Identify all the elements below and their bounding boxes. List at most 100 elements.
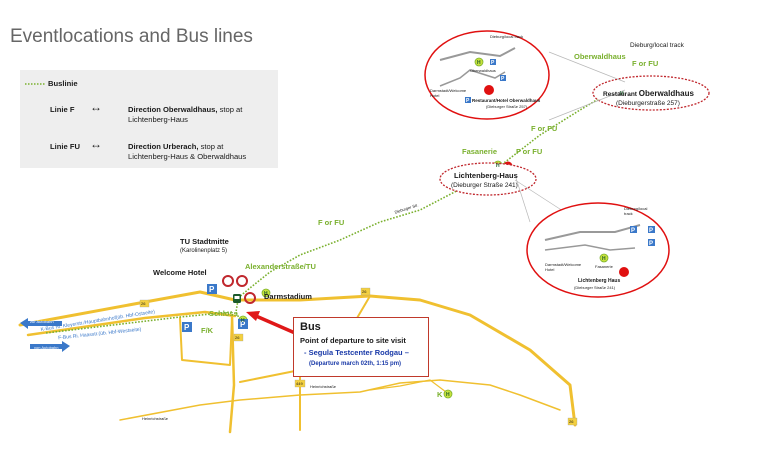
road-minor xyxy=(369,379,451,396)
legend-linie-f: Linie F xyxy=(50,105,75,114)
svg-text:P: P xyxy=(649,228,653,234)
pointer-arrow-head xyxy=(246,311,260,321)
legend-direction-fu-main: Direction Urberach, xyxy=(128,142,199,151)
lichtenberg-ellipse xyxy=(439,162,537,196)
label-schloss: Schloss xyxy=(209,309,238,318)
svg-text:P: P xyxy=(649,241,653,247)
parking-letters: P P P P P P P P P xyxy=(184,60,653,332)
label-k-stop: K xyxy=(437,390,443,399)
label-f-or-fu-3: F or FU xyxy=(531,124,558,133)
label-f-or-fu-4: F or FU xyxy=(632,59,659,68)
inset-top-darmstadt: Darmstadt/Welcome Hotel xyxy=(430,88,467,98)
label-von-autobahn: von Autobahn xyxy=(34,345,59,350)
road-west xyxy=(26,310,237,337)
darmstadium-ring xyxy=(244,292,256,304)
label-restaurant-name: Oberwaldhaus xyxy=(638,89,694,98)
legend-arrow-f: ↔ xyxy=(90,100,102,114)
svg-text:H: H xyxy=(620,91,624,97)
oberwaldhaus-ellipse xyxy=(592,75,710,111)
badge-26e: 26 xyxy=(569,419,574,424)
badge-26b: 26 xyxy=(235,335,240,340)
label-f-or-fu-2: F or FU xyxy=(516,147,543,156)
legend-panel: Buslinie Linie F ↔ Direction Oberwaldhau… xyxy=(20,70,278,168)
busbox-line1: Point of departure to site visit xyxy=(300,336,406,345)
arrow-zur-autobahn xyxy=(20,318,62,329)
svg-text:P: P xyxy=(501,76,505,82)
label-dieburg-track: Dieburg/local track xyxy=(630,42,684,49)
busbox-line2: - Segula Testcenter Rodgau – xyxy=(304,348,409,357)
label-fasanerie: Fasanerie xyxy=(462,147,498,156)
svg-text:H: H xyxy=(496,163,500,169)
road-network xyxy=(18,290,577,434)
svg-text:P: P xyxy=(631,228,635,234)
arrow-von-autobahn xyxy=(30,341,70,352)
label-fk: F/K xyxy=(201,326,214,335)
road-heinrich xyxy=(119,379,561,421)
label-tu-stadtmitte: TU Stadtmitte xyxy=(180,237,229,246)
inset-bottom-darmstadt: Darmstadt/Welcome Hotel xyxy=(545,262,582,272)
pointer-arrow-line xyxy=(255,314,296,335)
svg-text:H: H xyxy=(241,318,245,324)
legend-detail-fu: Lichtenberg-Haus & Oberwaldhaus xyxy=(128,152,247,161)
inset-bottom-dieburg: Dieburg/local track xyxy=(624,206,648,216)
inset-top-oberwaldhaus: Oberwaldhaus xyxy=(470,68,496,73)
route-schloss xyxy=(235,299,241,321)
inset-bottom-addr: (Dieburger Straße 241) xyxy=(574,285,616,290)
label-welcome-hotel: Welcome Hotel xyxy=(153,268,207,277)
inset-top xyxy=(424,30,550,120)
legend-linie-fu: Linie FU xyxy=(50,142,80,151)
halt-k xyxy=(443,389,453,399)
legend-buslinie: Buslinie xyxy=(48,79,78,88)
label-restaurant-addr: (Dieburgerstraße 257) xyxy=(616,100,680,107)
legend-direction-f: Direction Oberwaldhaus, stop at xyxy=(128,105,242,115)
halt-alexanderstrasse xyxy=(261,288,271,298)
label-heinrichstr2: Heinrichstraße xyxy=(142,416,169,421)
label-f-or-fu-1: F or FU xyxy=(318,218,345,227)
inset-top-restaurant: Restaurant/Hotel Oberwaldhaus xyxy=(472,98,541,103)
svg-text:P: P xyxy=(491,60,495,66)
inset-top-dieburg: Dieburg/local track xyxy=(490,34,524,39)
bus-departure-box: Bus Point of departure to site visit - S… xyxy=(293,317,429,377)
svg-text:P: P xyxy=(209,285,215,294)
label-heinrichstr: Heinrichstraße xyxy=(310,384,337,389)
legend-direction-fu: Direction Urberach, stop at xyxy=(128,142,223,152)
legend-direction-f-main: Direction Oberwaldhaus, xyxy=(128,105,218,114)
label-darmstadium: Darmstadium xyxy=(264,292,312,301)
svg-text:H: H xyxy=(477,60,481,66)
welcome-hotel-ring xyxy=(222,275,234,287)
legend-direction-f-rest: stop at xyxy=(217,105,243,114)
svg-text:P: P xyxy=(184,323,190,332)
label-lichtenberg-haus: Lichtenberg-Haus xyxy=(454,171,518,180)
road-south xyxy=(228,314,236,434)
parking-icons xyxy=(182,284,248,332)
bus-route xyxy=(45,81,626,334)
inset-bottom-name: Lichtenberg Haus xyxy=(578,278,621,284)
label-tu-stadtmitte-addr: (Karolinenplatz 5) xyxy=(180,248,228,254)
label-zur-autobahn: zur Autobahn xyxy=(30,319,54,324)
inset-bottom xyxy=(526,202,670,298)
badge-449: 449 xyxy=(296,381,303,386)
svg-text:P: P xyxy=(240,320,246,329)
label-restaurant: Restaurant xyxy=(603,91,637,98)
badge-26c: 26 xyxy=(362,289,367,294)
bus-icon-window xyxy=(234,296,240,299)
label-restaurant-oberwaldhaus: Restaurant Oberwaldhaus xyxy=(603,89,694,98)
inset-top-addr: (Dieburger Straße 257) xyxy=(486,104,528,109)
label-lichtenberg-addr: (Dieburger Straße 241) xyxy=(451,182,518,189)
label-oberwaldhaus-stop: Oberwaldhaus xyxy=(574,52,626,61)
tu-stadtmitte-ring xyxy=(236,275,248,287)
svg-text:P: P xyxy=(466,98,470,104)
map-title: Eventlocations and Bus lines xyxy=(10,26,253,47)
legend-direction-fu-rest: stop at xyxy=(198,142,224,151)
svg-text:H: H xyxy=(446,392,450,398)
legend-arrow-fu: ↔ xyxy=(90,137,102,151)
route-west xyxy=(45,311,233,334)
busbox-line3: (Departure march 02th, 1:15 pm) xyxy=(309,361,402,367)
badge-26a: 26 xyxy=(141,301,146,306)
label-alexanderstrasse: Alexanderstraße/TU xyxy=(245,262,316,271)
legend-graphics xyxy=(25,83,45,85)
road-loop xyxy=(179,317,233,366)
busbox-title: Bus xyxy=(300,321,321,333)
